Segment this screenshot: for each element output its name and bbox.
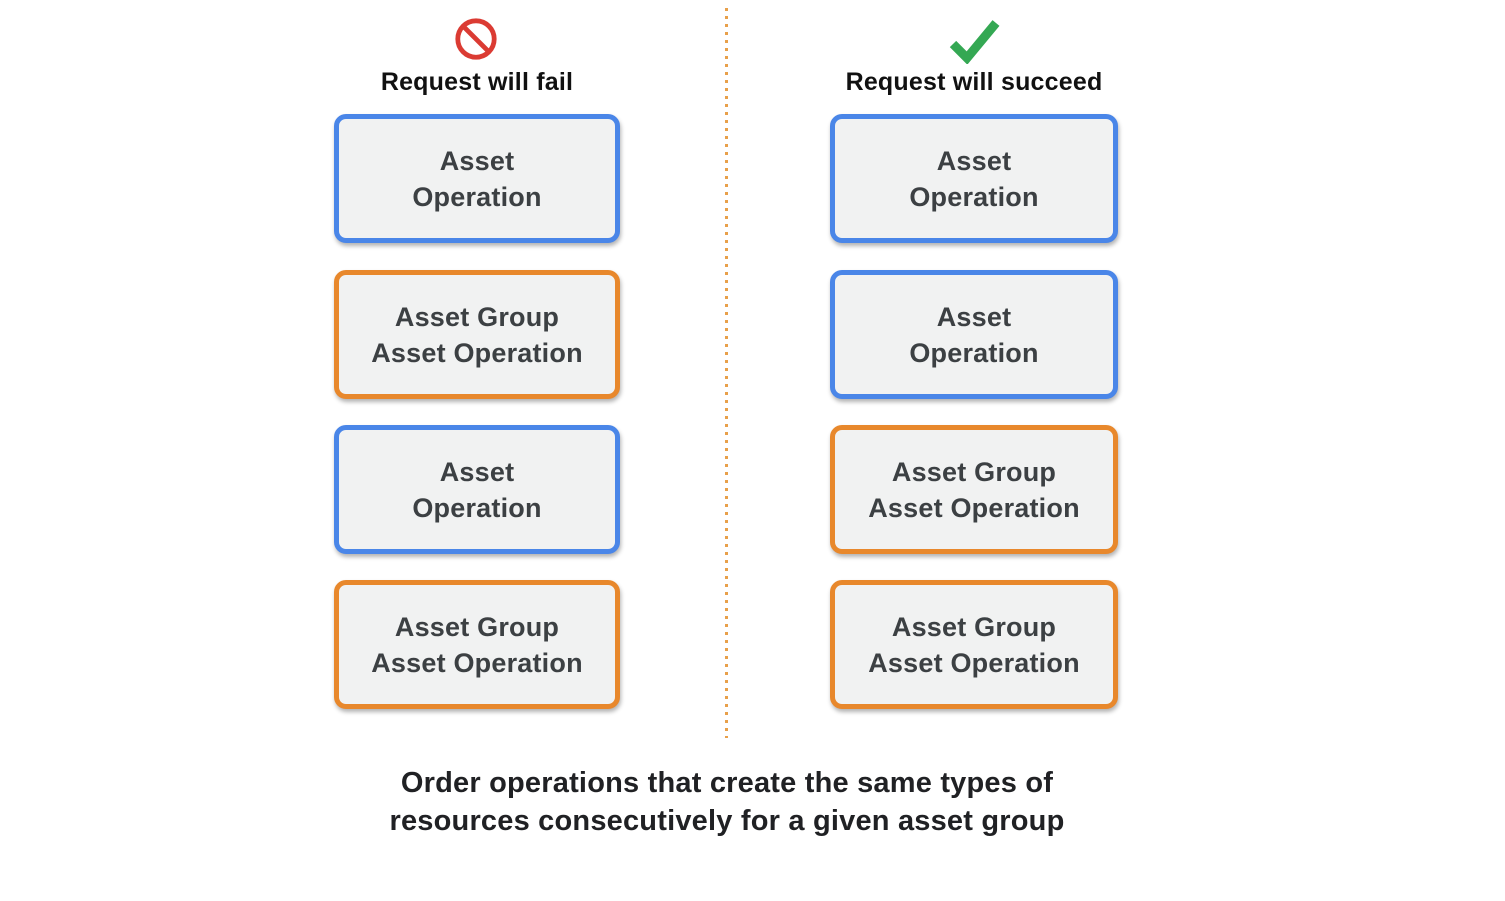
box-label-line: Asset Group xyxy=(394,611,560,642)
succeed-box-asset-group-asset-operation-2: Asset Group Asset Operation xyxy=(830,580,1118,709)
fail-box-asset-operation-2: Asset Operation xyxy=(334,425,620,554)
caption-line-2: resources consecutively for a given asse… xyxy=(389,805,1065,837)
prohibited-icon xyxy=(453,16,499,67)
dotted-divider xyxy=(725,8,728,738)
box-label-line: Operation xyxy=(412,492,542,523)
box-label-line: Asset Group xyxy=(891,456,1057,487)
box-label-line: Asset Group xyxy=(891,611,1057,642)
box-label-line: Operation xyxy=(909,337,1039,368)
check-icon xyxy=(944,16,1004,69)
succeed-box-asset-operation-1: Asset Operation xyxy=(830,114,1118,243)
succeed-box-asset-group-asset-operation-1: Asset Group Asset Operation xyxy=(830,425,1118,554)
box-label-line: Asset xyxy=(439,456,515,487)
box-label-line: Asset xyxy=(439,145,515,176)
fail-box-asset-operation-1: Asset Operation xyxy=(334,114,620,243)
box-label-line: Asset Operation xyxy=(371,647,583,678)
box-label-line: Operation xyxy=(412,181,542,212)
succeed-column-header: Request will succeed xyxy=(845,68,1103,96)
box-label-line: Asset Operation xyxy=(868,492,1080,523)
diagram-caption: Order operations that create the same ty… xyxy=(302,764,1152,840)
box-label-line: Asset Operation xyxy=(371,337,583,368)
succeed-box-asset-operation-2: Asset Operation xyxy=(830,270,1118,399)
box-label-line: Asset Group xyxy=(394,301,560,332)
box-label-line: Asset xyxy=(936,301,1012,332)
caption-line-1: Order operations that create the same ty… xyxy=(400,767,1054,799)
fail-box-asset-group-asset-operation-1: Asset Group Asset Operation xyxy=(334,270,620,399)
box-label-line: Asset Operation xyxy=(868,647,1080,678)
box-label-line: Operation xyxy=(909,181,1039,212)
box-label-line: Asset xyxy=(936,145,1012,176)
fail-column-header: Request will fail xyxy=(380,68,574,96)
fail-box-asset-group-asset-operation-2: Asset Group Asset Operation xyxy=(334,580,620,709)
